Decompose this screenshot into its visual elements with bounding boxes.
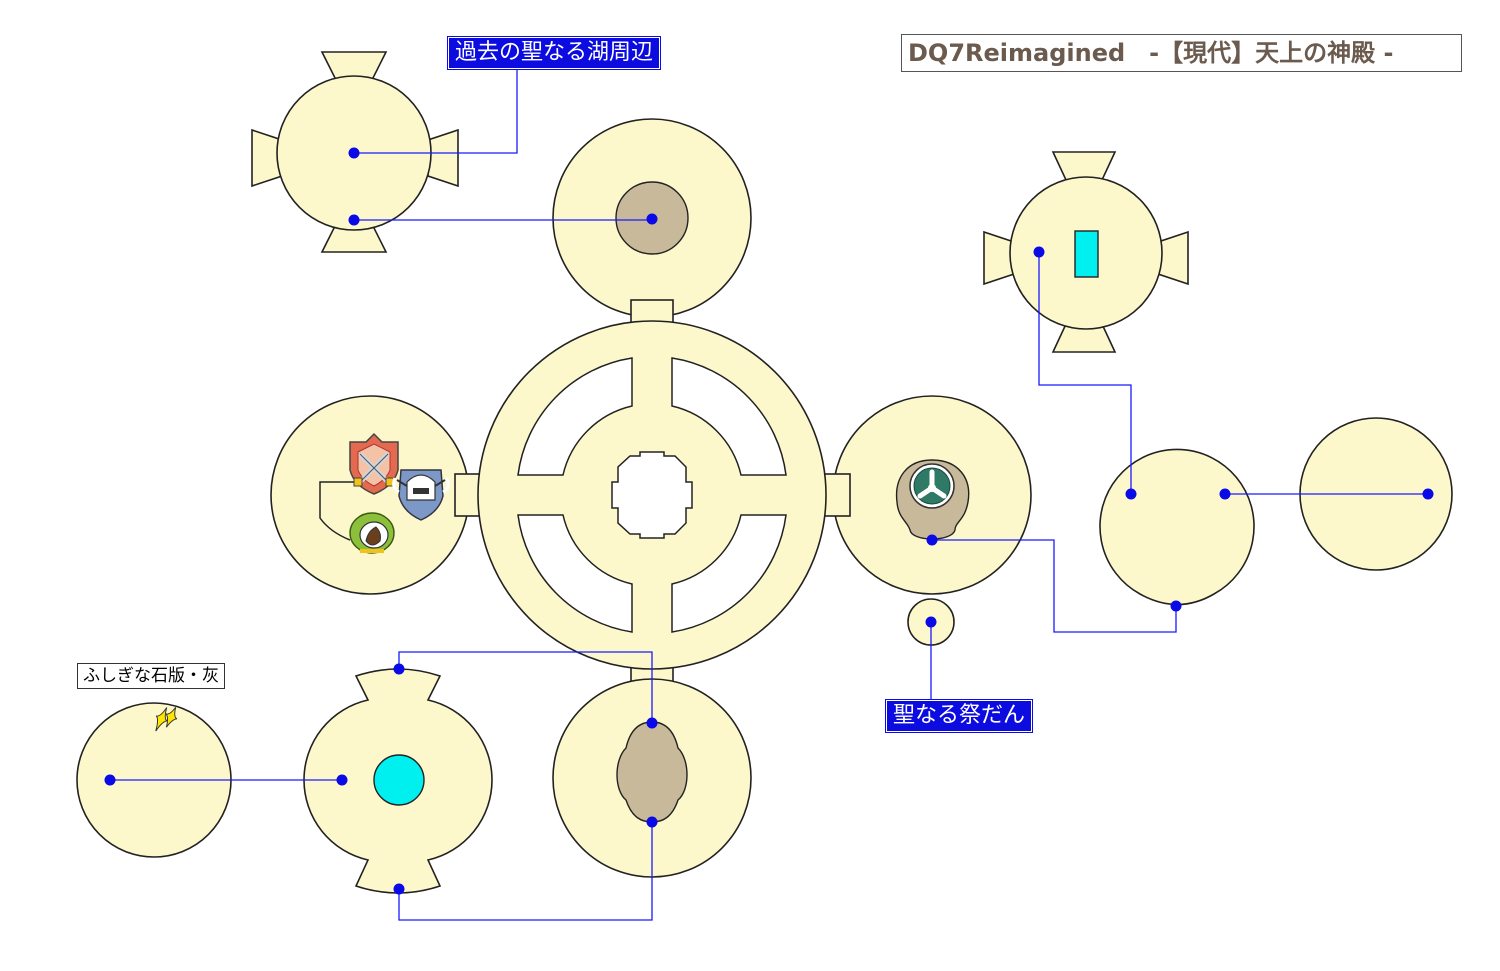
room-top-right xyxy=(983,151,1189,353)
connections xyxy=(110,70,1428,921)
label-altar: 聖なる祭だん xyxy=(884,699,1034,733)
helmet-shield-icon xyxy=(392,469,450,521)
connection-dots xyxy=(104,147,1434,895)
label-tablet: ふしぎな石版・灰 xyxy=(77,663,225,689)
water-pillar xyxy=(1074,230,1099,278)
trident-door-icon xyxy=(909,463,955,509)
label-lake: 過去の聖なる湖周辺 xyxy=(446,36,662,70)
room-bottom-center xyxy=(552,678,752,878)
central-ring xyxy=(454,299,851,693)
sparkle-icon xyxy=(155,706,178,732)
water-pool xyxy=(373,754,425,806)
room-water xyxy=(303,668,493,894)
page-title: DQ7Reimagined -【現代】天上の神殿 - xyxy=(901,34,1462,72)
room-right-middle xyxy=(1099,448,1255,606)
crossed-swords-shield-icon xyxy=(349,432,399,495)
laurel-bag-icon xyxy=(349,512,395,554)
